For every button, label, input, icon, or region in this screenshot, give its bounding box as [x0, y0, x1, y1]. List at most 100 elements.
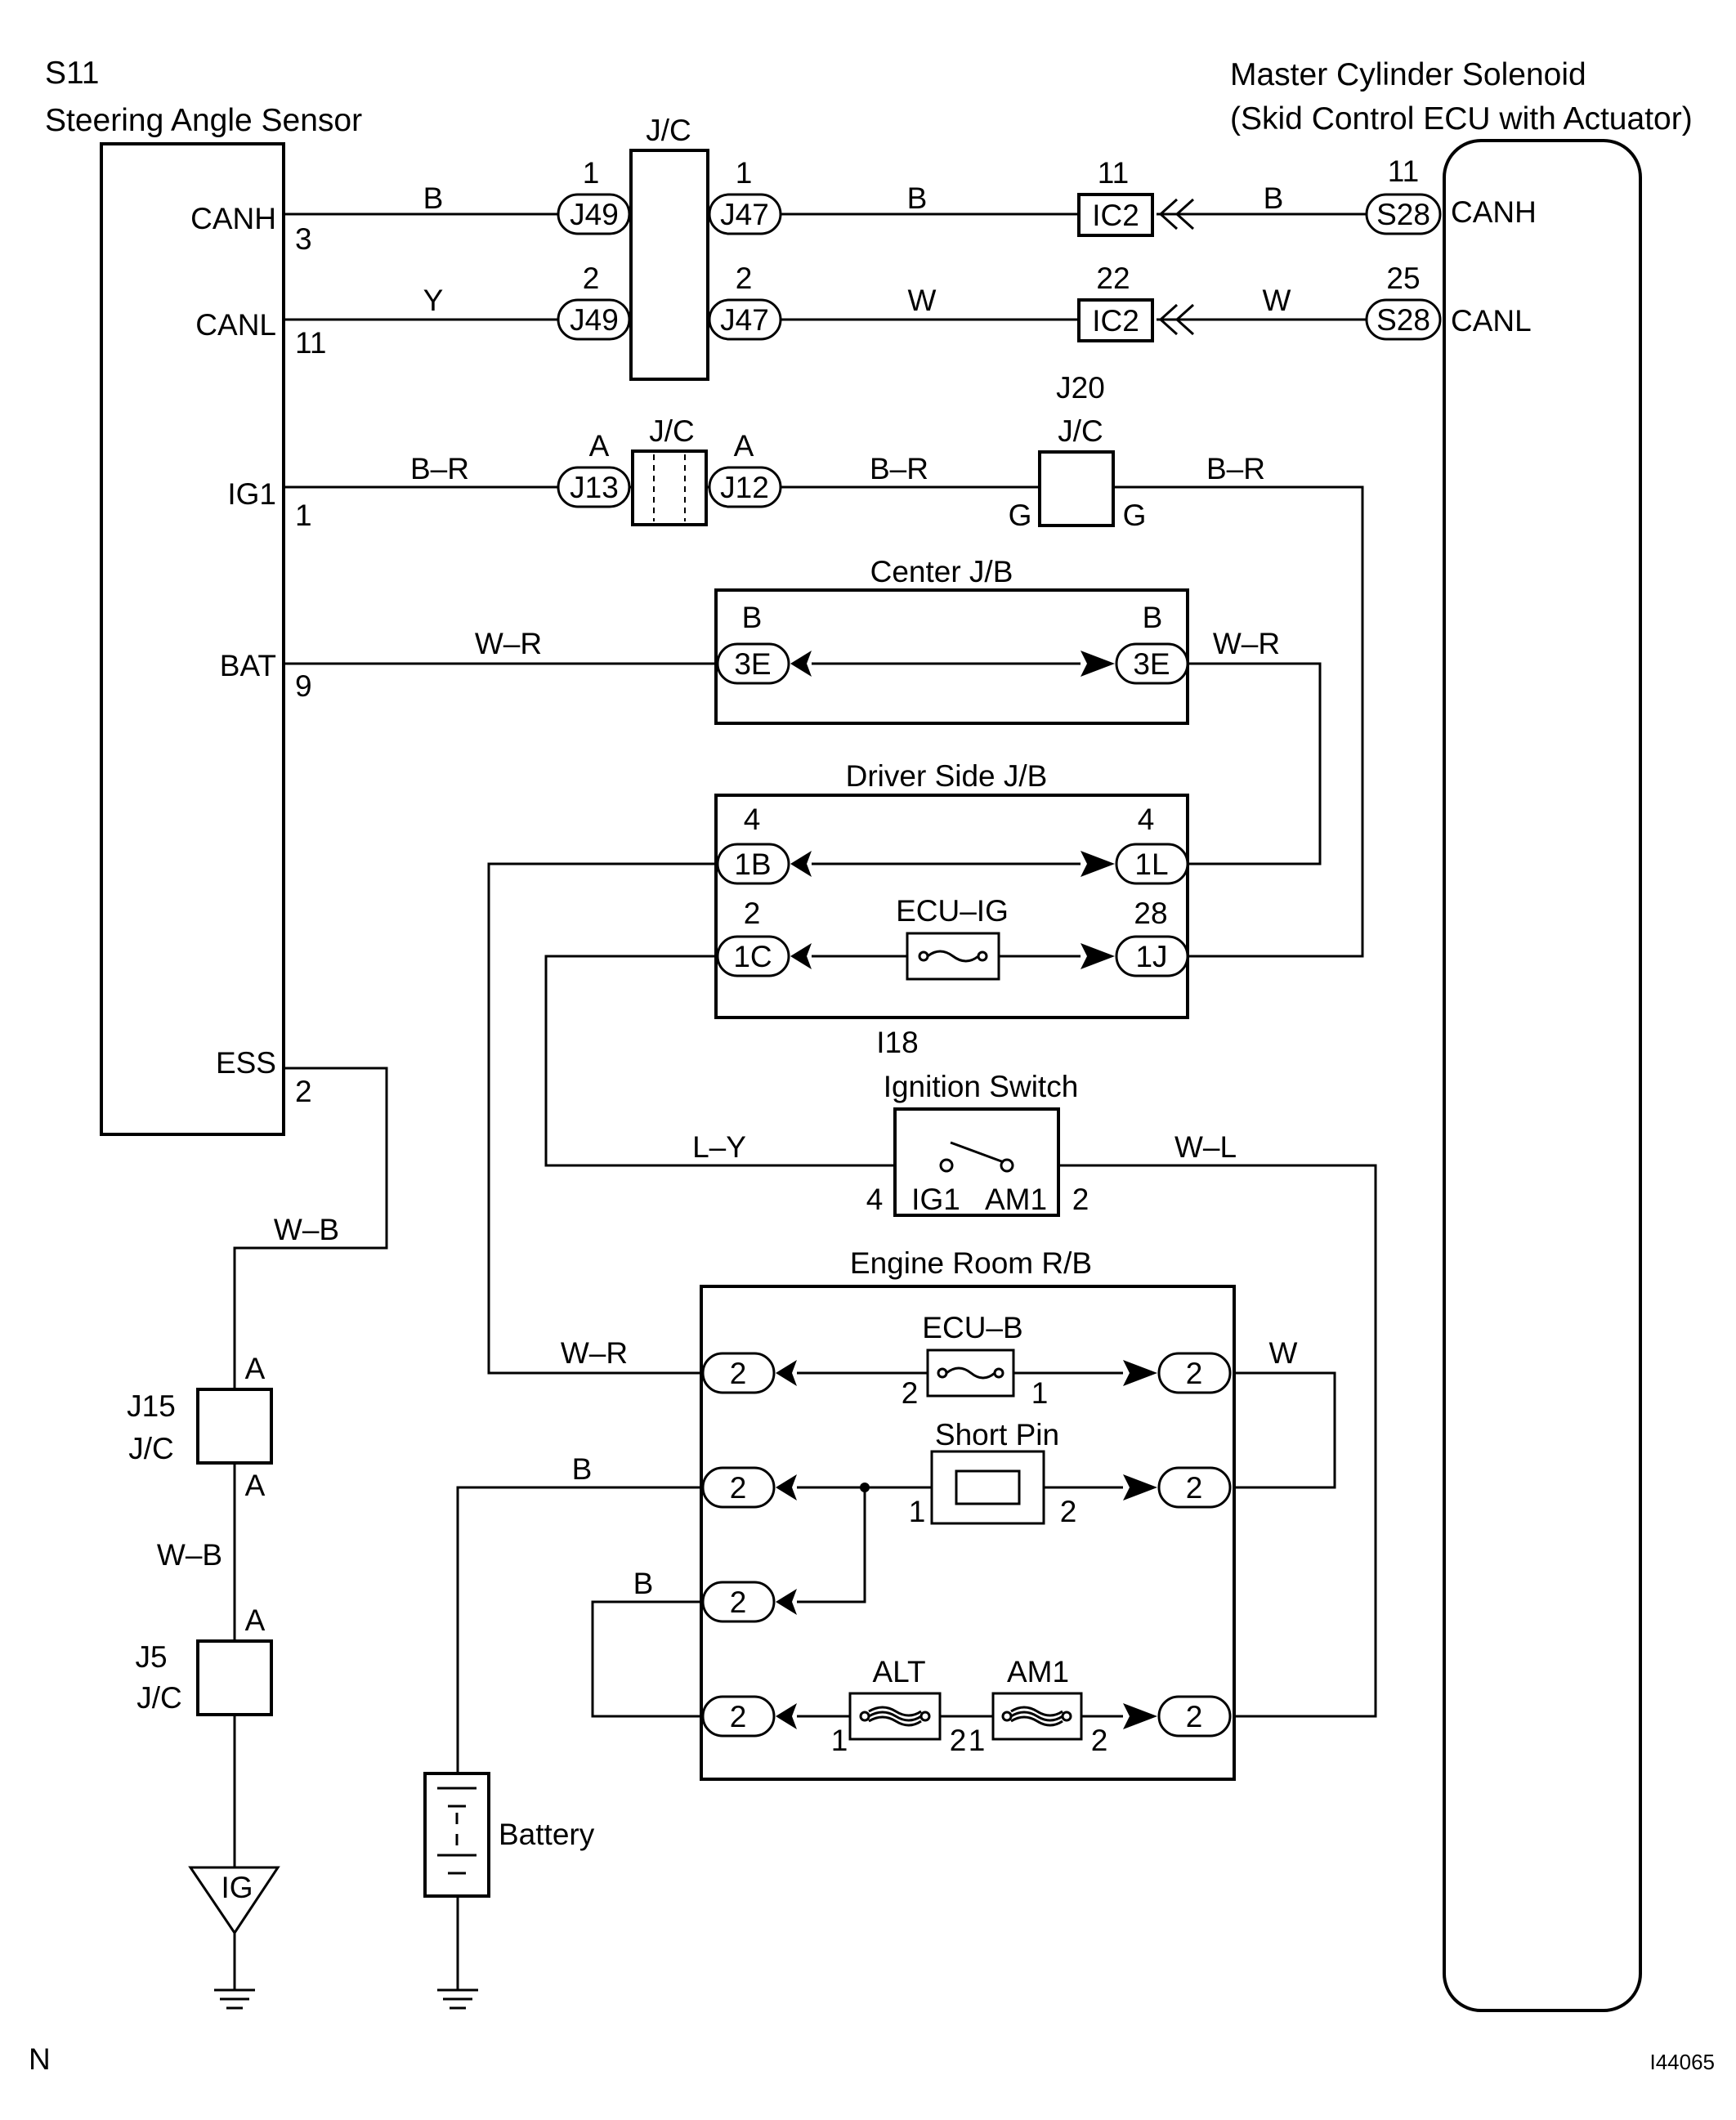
engine-rb-conn-2-right-label: 2: [1186, 1471, 1203, 1505]
sensor-pin-name-canh: CANH: [190, 202, 276, 235]
skid-control-ecu-box: [1443, 139, 1642, 2012]
j15-block: [196, 1388, 273, 1465]
arrow-short-left: [776, 1474, 797, 1501]
j5-label: J/C: [136, 1681, 182, 1715]
1j-pin: 28: [1134, 897, 1167, 930]
j15-label: J/C: [128, 1432, 174, 1465]
engine-rb-conn-1-left-label: 2: [730, 1357, 747, 1390]
j49-label-1: J49: [570, 198, 619, 231]
j5-pin-top: A: [245, 1603, 266, 1637]
ic2-pin-canh: 11: [1098, 156, 1129, 190]
engine-rb-conn-2-right: [1157, 1466, 1232, 1509]
ig-ground-icon: [214, 1988, 255, 2010]
wr-low-wiring: [487, 862, 1377, 1718]
j12-label: J12: [720, 471, 769, 504]
arrow-short-right: [1123, 1474, 1157, 1501]
am1-fuse-icon: [991, 1692, 1083, 1741]
ecu-b-fuse-label: ECU–B: [922, 1311, 1022, 1344]
connector-ic2-canl: [1077, 298, 1154, 342]
wire-color-canh-2: B: [907, 181, 928, 215]
wire-color-canl-3: W: [1263, 284, 1291, 317]
short-pin-pin-left: 1: [909, 1495, 926, 1528]
ecu-title-line1: Master Cylinder Solenoid: [1230, 57, 1586, 92]
arrow-am1-right: [1123, 1703, 1157, 1729]
j49-pin-1: 1: [583, 156, 600, 190]
ignition-pin-right: 2: [1072, 1183, 1089, 1216]
wire-color-battery-b: B: [572, 1452, 593, 1486]
j20-pin-right: G: [1123, 499, 1147, 532]
connector-j49-canl: [557, 298, 631, 341]
wire-color-ess: W–B: [274, 1213, 339, 1246]
connector-j47-canh: [708, 193, 782, 235]
ig-ground-point-icon: [188, 1866, 280, 1935]
jc-ig1-block: [631, 449, 708, 526]
wire-color-canl-1: Y: [423, 284, 444, 317]
engine-rb-conn-1-right-label: 2: [1186, 1357, 1203, 1390]
j47-pin-2: 2: [736, 262, 753, 295]
figure-id: I44065: [1649, 2050, 1715, 2074]
engine-rb-conn-3-left-label: 2: [730, 1586, 747, 1619]
1l-pin: 4: [1138, 803, 1155, 836]
driver-jb-title: Driver Side J/B: [846, 759, 1048, 793]
1c-pin: 2: [744, 897, 761, 930]
jc-ig1-label: J/C: [649, 414, 695, 448]
connector-1j: [1115, 935, 1189, 977]
ignition-pin-left: 4: [866, 1183, 884, 1216]
ignition-switch-box: [893, 1107, 1060, 1217]
ignition-term-ig1: IG1: [911, 1183, 960, 1216]
ecu-ig-fuse-icon: [906, 932, 1000, 981]
engine-rb-conn-4-left: [701, 1695, 776, 1738]
j12-pin: A: [734, 429, 754, 463]
wire-color-w-right: W: [1269, 1336, 1298, 1370]
center-jb-box: [714, 588, 1189, 725]
ic2-chevrons: [1158, 198, 1195, 336]
1j-label: 1J: [1135, 940, 1167, 973]
engine-rb-conn-4-right: [1157, 1695, 1232, 1738]
wire-color-wr-low: W–R: [561, 1336, 628, 1370]
wire-color-canh-3: B: [1264, 181, 1284, 215]
sensor-pin-num-canl: 11: [295, 326, 326, 360]
1b-pin: 4: [744, 803, 761, 836]
arrow-ecub-right: [1123, 1360, 1157, 1386]
battery-b-wiring: [456, 1486, 703, 1773]
wire-color-ly: L–Y: [692, 1130, 746, 1164]
connector-j12: [708, 466, 782, 508]
can-wiring: [284, 212, 1367, 321]
j5-code: J5: [135, 1640, 167, 1674]
connector-ic2-canh: [1077, 193, 1154, 237]
s28-label-1: S28: [1376, 198, 1430, 231]
am1-pin-right: 2: [1091, 1724, 1108, 1757]
driver-jb-box: [714, 794, 1189, 1019]
sensor-pin-num-canh: 3: [295, 222, 312, 256]
arrow-ecub-left: [776, 1360, 797, 1386]
3e-left-pin: B: [742, 601, 763, 634]
engine-rb-conn-2-left-label: 2: [730, 1471, 747, 1505]
ecu-b-pin-right: 1: [1031, 1376, 1049, 1410]
j47-label-2: J47: [720, 303, 769, 337]
wire-color-ground-mid: W–B: [157, 1538, 222, 1572]
am1-fuse-label: AM1: [1007, 1655, 1069, 1688]
am1-pin-left: 1: [969, 1724, 986, 1757]
center-jb-title: Center J/B: [870, 555, 1013, 588]
engine-rb-conn-4-right-label: 2: [1186, 1700, 1203, 1733]
ignition-switch-code: I18: [876, 1026, 918, 1059]
wire-color-canh-1: B: [423, 181, 444, 215]
connector-s28-canh: [1365, 193, 1442, 235]
wire-color-short-b: B: [633, 1567, 654, 1600]
sensor-pin-name-ess: ESS: [216, 1046, 276, 1080]
ecu-pin-name-canl: CANL: [1451, 304, 1532, 338]
connector-s28-canl: [1365, 298, 1442, 341]
short-pin-pin-right: 2: [1060, 1495, 1077, 1528]
arrow-center-left: [790, 651, 812, 677]
arrow-row3-left: [776, 1589, 797, 1615]
ic2-pin-canl: 22: [1096, 262, 1130, 295]
wire-color-ig1-1: B–R: [410, 452, 469, 485]
arrow-1c: [790, 943, 812, 969]
j15-pin-bottom: A: [245, 1469, 266, 1502]
connector-1l: [1115, 843, 1189, 885]
j49-pin-2: 2: [583, 262, 600, 295]
3e-left-label: 3E: [734, 647, 771, 681]
j5-block: [196, 1639, 273, 1716]
arrow-alt-left: [776, 1703, 797, 1729]
battery-ground-icon: [437, 1988, 478, 2010]
